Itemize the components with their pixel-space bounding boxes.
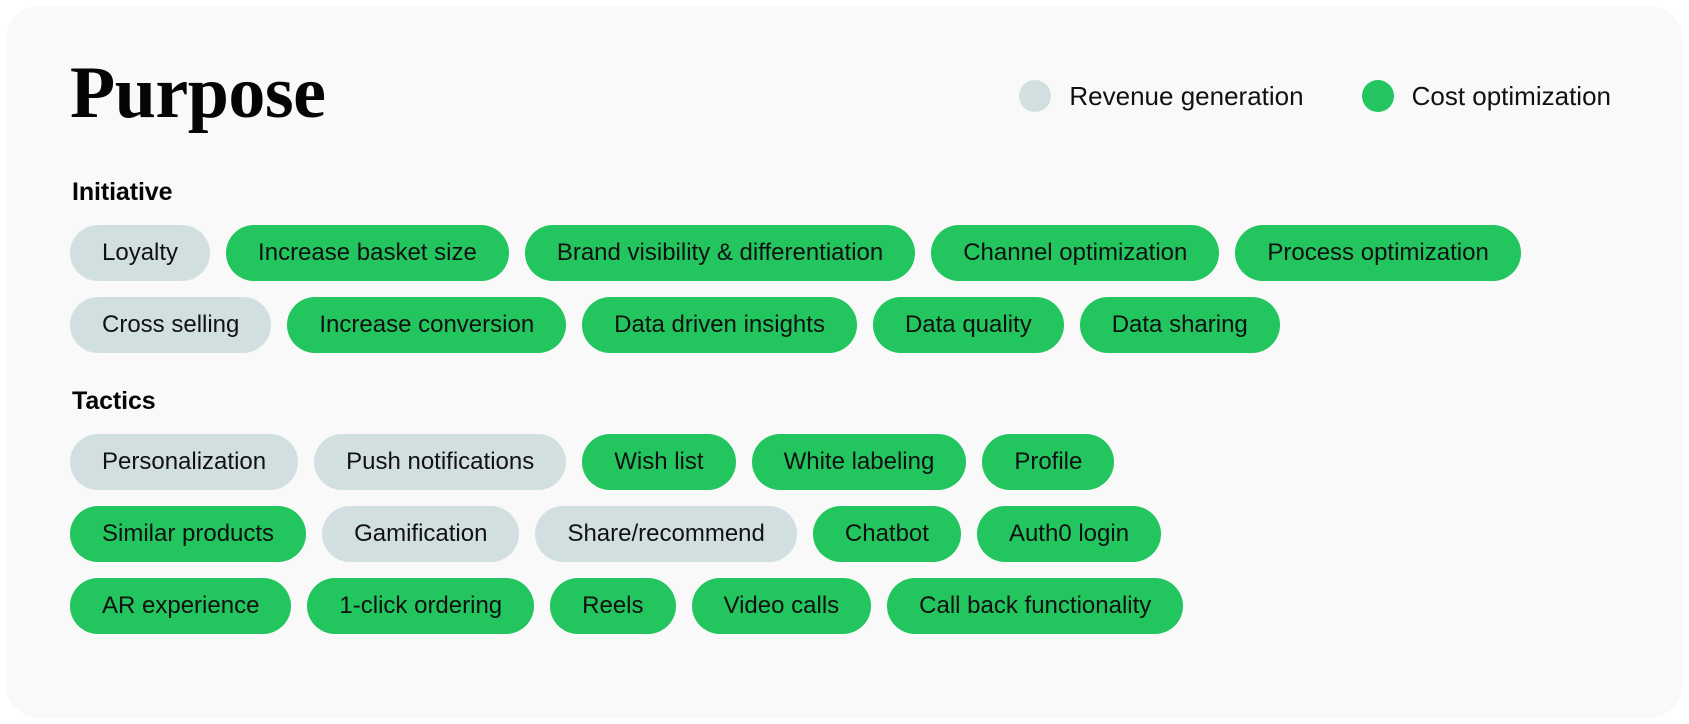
pill-chatbot[interactable]: Chatbot [812,506,961,562]
pill-gamification[interactable]: Gamification [322,506,520,562]
legend-dot-icon-revenue [1019,80,1052,112]
pill-share-recommend[interactable]: Share/recommend [535,506,797,562]
pill-row: AR experience 1-click ordering Reels Video … [70,578,1623,634]
pill-data-driven-insights[interactable]: Data driven insights [582,297,857,353]
pill-row: Loyalty Increase basket size Brand visibil… [70,225,1623,281]
pill-row: Personalization Push notifications Wish li… [70,434,1623,490]
pill-increase-conversion[interactable]: Increase conversion [287,297,567,353]
section-initiative: Initiative Loyalty Increase basket size Br… [70,178,1623,353]
pill-1-click-ordering[interactable]: 1-click ordering [307,578,535,634]
pill-process-optimization[interactable]: Process optimization [1235,225,1521,281]
legend-dot-icon-cost [1361,80,1394,112]
legend: Revenue generation Cost optimization [1019,80,1611,112]
pill-push-notifications[interactable]: Push notifications [314,434,567,490]
card-inner: Purpose Revenue generation Cost optimiza… [6,6,1683,718]
pill-brand-visibility-differentiation[interactable]: Brand visibility & differentiation [524,225,916,281]
pill-data-quality[interactable]: Data quality [872,297,1064,353]
pill-increase-basket-size[interactable]: Increase basket size [226,225,509,281]
pill-cross-selling[interactable]: Cross selling [70,297,272,353]
pill-ar-experience[interactable]: AR experience [70,578,292,634]
legend-label-cost: Cost optimization [1411,80,1611,111]
pill-channel-optimization[interactable]: Channel optimization [931,225,1220,281]
tactics-pill-rows: Personalization Push notifications Wish li… [70,434,1623,634]
legend-label-revenue: Revenue generation [1069,80,1304,111]
pill-white-labeling[interactable]: White labeling [751,434,967,490]
section-title-tactics: Tactics [72,387,156,415]
pill-data-sharing[interactable]: Data sharing [1079,297,1280,353]
pill-personalization[interactable]: Personalization [70,434,299,490]
page-title: Purpose [70,52,326,134]
pill-profile[interactable]: Profile [982,434,1115,490]
pill-loyalty[interactable]: Loyalty [70,225,211,281]
pill-similar-products[interactable]: Similar products [70,506,307,562]
pill-call-back-functionality[interactable]: Call back functionality [887,578,1184,634]
pill-reels[interactable]: Reels [550,578,676,634]
purpose-card: Purpose Revenue generation Cost optimiza… [6,6,1683,718]
legend-item-cost-optimization[interactable]: Cost optimization [1361,80,1611,112]
legend-item-revenue-generation[interactable]: Revenue generation [1019,80,1304,112]
section-title-initiative: Initiative [72,178,173,206]
pill-video-calls[interactable]: Video calls [691,578,872,634]
pill-row: Similar products Gamification Share/recomm… [70,506,1623,562]
initiative-pill-rows: Loyalty Increase basket size Brand visibil… [70,225,1623,353]
pill-wish-list[interactable]: Wish list [582,434,736,490]
header: Purpose Revenue generation Cost optimiza… [70,46,1623,156]
pill-row: Cross selling Increase conversion Data dri… [70,297,1623,353]
pill-auth0-login[interactable]: Auth0 login [976,506,1162,562]
section-tactics: Tactics Personalization Push notification… [70,387,1623,634]
